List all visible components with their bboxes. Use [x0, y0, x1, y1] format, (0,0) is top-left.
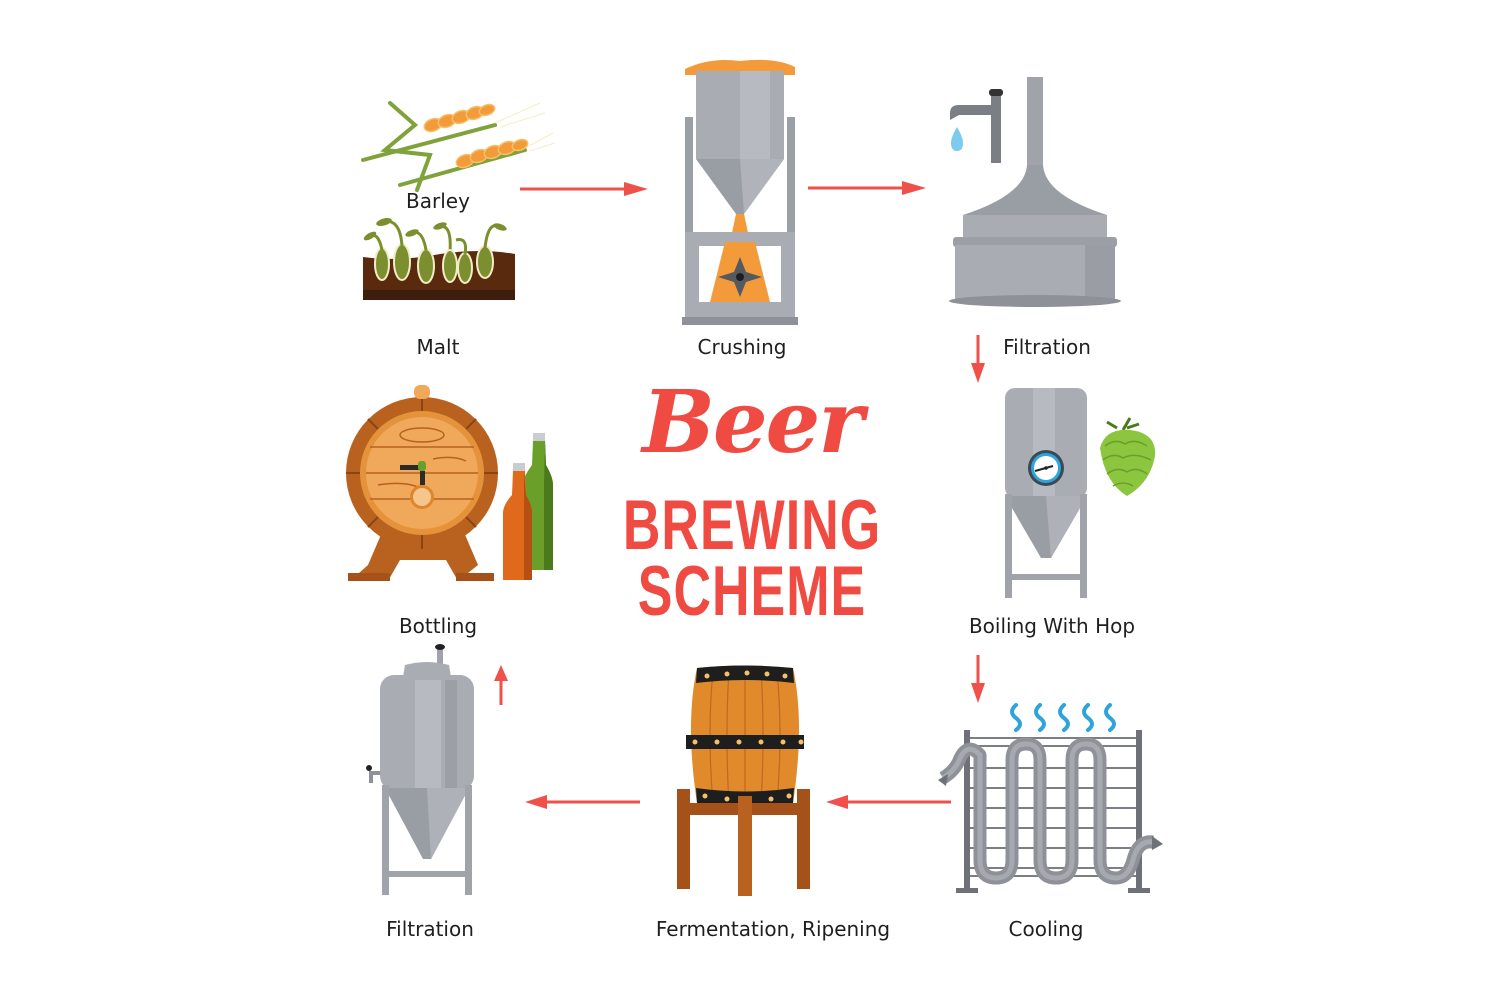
wheat-ears-icon — [361, 101, 556, 192]
step-label-filtration-2: Filtration — [386, 917, 474, 941]
arrow-left-icon — [826, 795, 951, 809]
step-label-crushing: Crushing — [697, 335, 787, 359]
arrow-up-icon — [494, 665, 508, 705]
arrow-left-icon — [525, 795, 640, 809]
step-label-fermentation: Fermentation, Ripening — [655, 917, 891, 941]
arrow-right-icon — [808, 181, 926, 195]
arrow-down-icon — [971, 335, 985, 383]
barrel-on-stand-icon — [677, 665, 810, 896]
step-label-cooling: Cooling — [1008, 917, 1084, 941]
conical-tank-icon — [366, 644, 474, 895]
bottles — [503, 433, 553, 580]
pipe-cooler-icon — [938, 703, 1163, 893]
title-scheme: SCHEME — [637, 552, 867, 632]
step-label-boiling: Boiling With Hop — [968, 614, 1136, 638]
arrow-right-icon — [520, 182, 648, 196]
step-label-filtration-1: Filtration — [1003, 335, 1091, 359]
step-label-barley: Barley — [406, 189, 470, 213]
arrow-down-icon — [971, 655, 985, 703]
sprouts-in-soil-icon — [363, 218, 515, 300]
mash-tun-with-tap-icon — [949, 77, 1121, 307]
step-label-malt: Malt — [416, 335, 460, 359]
grain-mill-icon — [682, 59, 798, 325]
title-beer: Beer — [642, 372, 863, 473]
keg-and-bottles-icon — [346, 385, 553, 581]
boil-tank-with-thermometer-and-hop-icon — [1005, 388, 1156, 598]
step-label-bottling: Bottling — [398, 614, 478, 638]
hop-cone-icon — [1100, 417, 1156, 496]
title-brewing: BREWING — [622, 486, 882, 566]
